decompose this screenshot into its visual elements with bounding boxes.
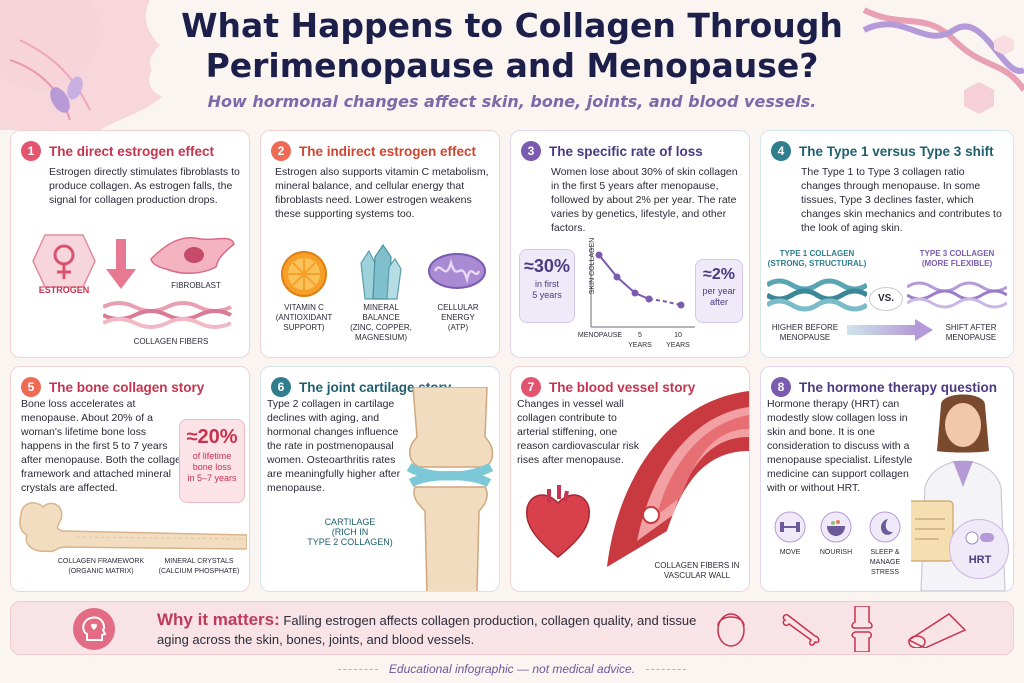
label-before: HIGHER BEFORE MENOPAUSE	[771, 323, 839, 342]
card-text: Bone loss accelerates at menopause. Abou…	[21, 398, 187, 494]
card-title: The specific rate of loss	[549, 143, 703, 159]
label-collagen-framework: COLLAGEN FRAMEWORK (ORGANIC MATRIX)	[57, 558, 145, 575]
type1-collagen-icon	[767, 278, 867, 312]
card-direct-estrogen-effect: 1 The direct estrogen effect Estrogen di…	[10, 130, 250, 358]
card-type-shift: 4 The Type 1 versus Type 3 shift The Typ…	[760, 130, 1014, 358]
card-number: 3	[521, 141, 541, 161]
collagen-fibers-icon	[103, 301, 232, 329]
stat-30-percent: ≈30% in first 5 years	[519, 249, 575, 323]
tick-5-years: 5 YEARS	[628, 332, 652, 349]
card-number: 2	[271, 141, 291, 161]
card-number: 1	[21, 141, 41, 161]
card-title: The indirect estrogen effect	[299, 143, 477, 159]
woman-profile-decoration	[0, 0, 162, 130]
type3-collagen-icon	[907, 281, 1007, 309]
label-vitamin-c: VITAMIN C (ANTIOXIDANT SUPPORT)	[275, 303, 333, 332]
card-text: Type 2 collagen in cartilage declines wi…	[267, 398, 401, 494]
title-line-1: What Happens to Collagen Through	[181, 6, 843, 45]
dumbbell-icon	[774, 511, 806, 543]
head-heart-icon	[73, 608, 115, 650]
label-mineral-balance: MINERAL BALANCE (ZINC, COPPER, MAGNESIUM…	[350, 303, 412, 342]
card-indirect-estrogen-effect: 2 The indirect estrogen effect Estrogen …	[260, 130, 500, 358]
down-arrow-icon	[106, 239, 136, 289]
label-cellular-energy: CELLULAR ENERGY (ATP)	[437, 303, 479, 332]
label-vs: VS.	[869, 287, 903, 311]
why-it-matters-banner: Why it matters: Falling estrogen affects…	[10, 601, 1014, 655]
card-title: The hormone therapy question	[799, 379, 998, 395]
crystal-icon	[360, 243, 402, 300]
card-title: The blood vessel story	[549, 379, 696, 395]
card-text: Estrogen directly stimulates fibroblasts…	[49, 166, 240, 206]
tick-menopause: MENOPAUSE	[577, 332, 623, 339]
card-title: The bone collagen story	[49, 379, 205, 395]
card-number: 5	[21, 377, 41, 397]
card-text: Estrogen also supports vitamin C metabol…	[275, 166, 489, 220]
label-after: SHIFT AFTER MENOPAUSE	[945, 323, 997, 342]
label-vascular-wall: COLLAGEN FIBERS IN VASCULAR WALL	[654, 561, 740, 580]
bone-icon	[19, 502, 247, 553]
venus-icon	[32, 234, 96, 288]
collagen-loss-chart	[590, 247, 695, 328]
chart-ylabel: SKIN COLLAGEN	[589, 237, 596, 295]
card-rate-of-loss: 3 The specific rate of loss Women lose a…	[510, 130, 750, 358]
pills-icon	[965, 531, 994, 545]
collagen-helix-decoration	[862, 7, 1024, 114]
hrt-label: HRT	[968, 554, 992, 566]
label-cartilage: CARTILAGE (RICH IN TYPE 2 COLLAGEN)	[307, 517, 393, 547]
label-collagen-fibers: COLLAGEN FIBERS	[133, 337, 209, 346]
card-text: Changes in vessel wall collagen contribu…	[517, 398, 639, 466]
hrt-badge: HRT	[949, 519, 1009, 579]
card-text: Women lose about 30% of skin collagen in…	[551, 166, 738, 234]
stat-20-percent: ≈20% of lifetime bone loss in 5–7 years	[179, 419, 245, 503]
label-estrogen: ESTROGEN	[38, 285, 90, 295]
lifestyle-nourish: NOURISH	[813, 511, 859, 558]
card-bone-collagen: 5 The bone collagen story Bone loss acce…	[10, 366, 250, 592]
bone-small-icon	[782, 613, 820, 646]
disclaimer: Educational infographic — not medical ad…	[388, 662, 636, 676]
card-number: 8	[771, 377, 791, 397]
card-text: The Type 1 to Type 3 collagen ratio chan…	[801, 166, 1002, 234]
card-text: Hormone therapy (HRT) can modestly slow …	[767, 398, 913, 494]
title-line-2: Perimenopause and Menopause?	[205, 46, 819, 85]
header: What Happens to Collagen Through Perimen…	[0, 6, 1024, 111]
lifestyle-sleep: SLEEP & MANAGE STRESS	[857, 511, 913, 578]
knee-small-icon	[851, 606, 873, 652]
banner-text: Why it matters: Falling estrogen affects…	[157, 610, 697, 649]
vessel-small-icon	[907, 613, 967, 648]
stat-2-percent: ≈2% per year after	[695, 259, 743, 323]
card-number: 4	[771, 141, 791, 161]
orange-slice-icon	[281, 251, 327, 297]
card-blood-vessel: 7 The blood vessel story Changes in vess…	[510, 366, 750, 592]
shift-arrow-icon	[847, 319, 933, 341]
tick-10-years: 10 YEARS	[666, 332, 690, 349]
moon-icon	[869, 511, 901, 543]
label-fibroblast: FIBROBLAST	[171, 281, 221, 290]
footer: Educational infographic — not medical ad…	[0, 662, 1024, 676]
banner-heading: Why it matters:	[157, 610, 280, 629]
card-number: 7	[521, 377, 541, 397]
blood-vessel-icon	[607, 391, 749, 567]
face-icon	[717, 613, 745, 647]
mitochondria-icon	[428, 253, 486, 289]
bowl-icon	[820, 511, 852, 543]
banner-body: Falling estrogen affects collagen produc…	[157, 613, 697, 647]
knee-joint-icon	[406, 387, 494, 591]
lifestyle-move: MOVE	[767, 511, 813, 558]
page-subtitle: How hormonal changes affect skin, bone, …	[207, 92, 817, 111]
page-title: What Happens to Collagen Through Perimen…	[0, 6, 1024, 86]
label-type1: TYPE 1 COLLAGEN (STRONG, STRUCTURAL)	[767, 249, 867, 268]
card-number: 6	[271, 377, 291, 397]
heart-icon	[525, 485, 591, 558]
card-title: The direct estrogen effect	[49, 143, 215, 159]
card-title: The Type 1 versus Type 3 shift	[799, 143, 994, 159]
card-hormone-therapy: 8 The hormone therapy question Hormone t…	[760, 366, 1014, 592]
card-joint-cartilage: 6 The joint cartilage story Type 2 colla…	[260, 366, 500, 592]
label-mineral-crystals: MINERAL CRYSTALS (CALCIUM PHOSPHATE)	[158, 558, 240, 575]
fibroblast-icon	[150, 237, 235, 274]
label-type3: TYPE 3 COLLAGEN (MORE FLEXIBLE)	[919, 249, 995, 268]
